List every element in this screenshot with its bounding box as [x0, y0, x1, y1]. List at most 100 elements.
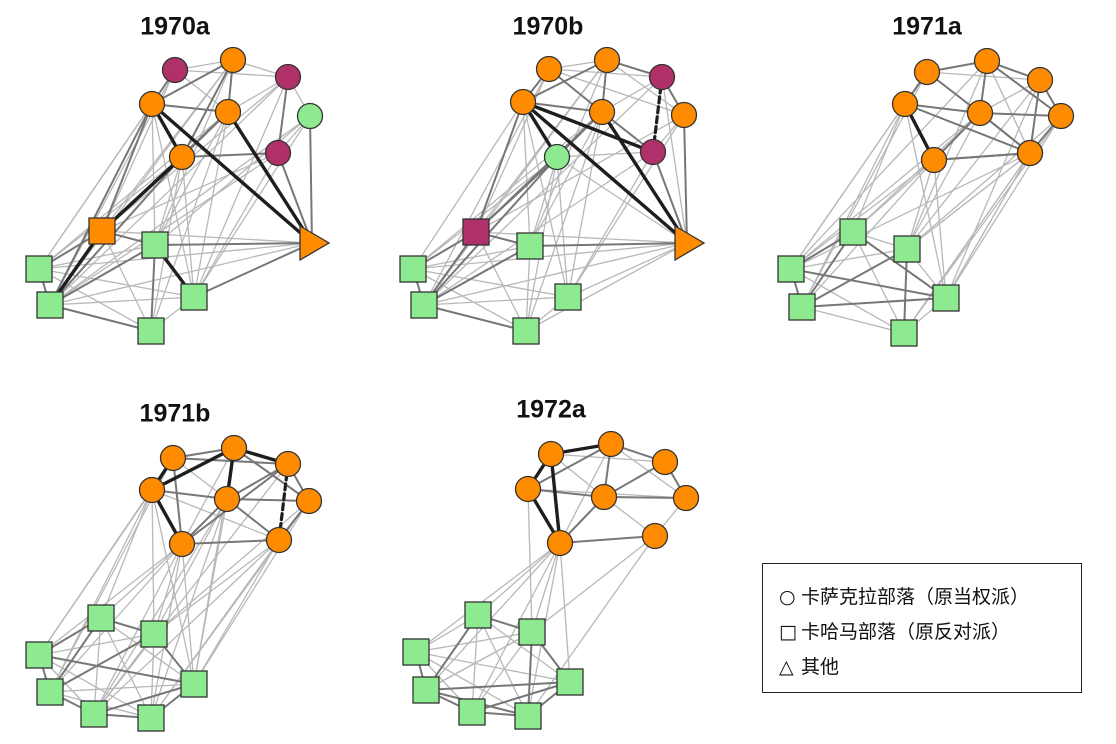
edge-light [415, 542, 561, 653]
edge-light [150, 111, 229, 332]
edge-medium [49, 156, 183, 306]
edge-medium [49, 304, 152, 332]
edge-light [153, 500, 310, 635]
node-circle [159, 444, 187, 472]
edge-medium [49, 103, 153, 306]
edge-medium [172, 457, 183, 545]
edge-light [423, 242, 688, 306]
edge-medium [933, 152, 1031, 161]
edge-light [154, 115, 311, 246]
edge-light [193, 152, 279, 298]
edge-light [151, 103, 195, 298]
edge-medium [904, 103, 1031, 154]
edge-light [412, 111, 603, 270]
edge-medium [527, 631, 533, 717]
edge-light [193, 500, 310, 685]
edge-medium [903, 248, 908, 334]
edge-medium [93, 683, 195, 715]
edge-medium [986, 60, 1062, 117]
edge-light [101, 230, 313, 244]
node-square [893, 235, 921, 263]
node-square [554, 283, 582, 311]
edge-light [412, 101, 524, 270]
edge-group [415, 442, 687, 717]
edge-light [153, 539, 280, 635]
node-circle [588, 98, 616, 126]
edge-medium [181, 152, 279, 158]
panel-title: 1970b [513, 13, 584, 41]
edge-light [49, 683, 195, 693]
edge-medium [425, 681, 571, 691]
edge-medium [652, 151, 688, 244]
edge-light [193, 76, 289, 298]
node-square [458, 698, 486, 726]
edge-light [412, 245, 531, 270]
node-circle [672, 484, 700, 512]
edge-light [567, 114, 685, 298]
edge-light [945, 152, 1031, 299]
edge-light [38, 654, 152, 719]
edge-light [567, 151, 654, 298]
edge-light [567, 111, 603, 298]
edge-light [906, 112, 981, 250]
edge-light [550, 453, 666, 463]
edge-light [525, 111, 603, 332]
edge-light [477, 614, 571, 683]
edge-medium [529, 242, 688, 247]
node-circle [641, 522, 669, 550]
node-group [402, 430, 700, 730]
edge-light [100, 617, 152, 719]
node-square [180, 670, 208, 698]
edge-light [150, 498, 228, 719]
node-circle [168, 143, 196, 171]
node-triangle [674, 224, 706, 262]
edge-medium [150, 244, 156, 332]
edge-light [101, 152, 279, 232]
edge-light [151, 489, 155, 635]
edge-medium [527, 443, 612, 490]
node-circle [274, 63, 302, 91]
edge-light [93, 498, 228, 715]
node-circle [590, 483, 618, 511]
edge-light [531, 535, 656, 633]
edge-medium [151, 59, 234, 105]
network-panel-1970b: 1970b [399, 13, 706, 345]
node-square [788, 293, 816, 321]
node-circle [593, 46, 621, 74]
edge-light [906, 115, 1062, 250]
edge-light [38, 543, 183, 656]
edge-light [790, 112, 981, 270]
edge-light [525, 245, 531, 332]
edge-light [415, 631, 533, 653]
node-circle [597, 430, 625, 458]
node-square [402, 638, 430, 666]
node-circle [920, 146, 948, 174]
edge-light [475, 114, 685, 233]
edge-light [193, 115, 311, 298]
edge-light [100, 489, 153, 619]
edge-light [153, 498, 228, 635]
edge-medium [423, 245, 531, 306]
legend-row-triangle: △其他 [779, 652, 839, 679]
edge-medium [801, 297, 947, 308]
node-square [399, 255, 427, 283]
node-circle [537, 440, 565, 468]
edge-light [559, 542, 571, 683]
node-group [399, 46, 706, 345]
node-circle [546, 529, 574, 557]
edge-light [101, 230, 152, 332]
node-square [410, 291, 438, 319]
node-square [180, 283, 208, 311]
edge-light [906, 152, 1031, 250]
node-circle [973, 47, 1001, 75]
node-square [932, 284, 960, 312]
node-square [87, 604, 115, 632]
square-icon: □ [779, 621, 797, 643]
node-square [88, 217, 116, 245]
edge-light [49, 543, 183, 693]
node-circle [891, 90, 919, 118]
edge-light [193, 539, 280, 685]
edge-medium [193, 242, 313, 298]
panel-title: 1972a [516, 396, 587, 424]
edge-light [556, 151, 654, 158]
